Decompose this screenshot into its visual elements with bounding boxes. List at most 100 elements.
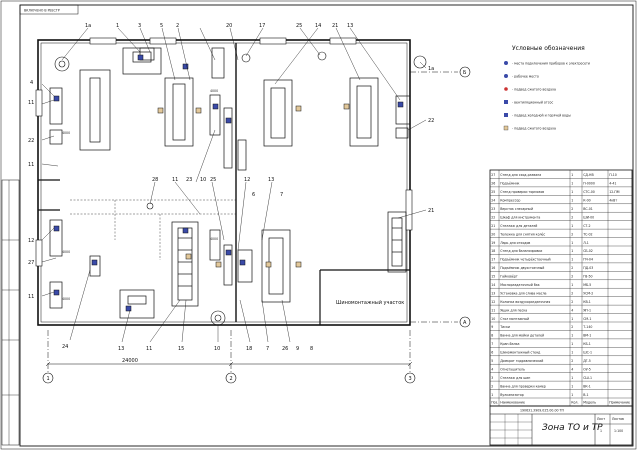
spec-cell: 1 xyxy=(571,283,573,287)
spec-cell: 24 xyxy=(491,199,495,203)
spec-cell: 2 xyxy=(571,300,573,304)
spec-cell: 2 xyxy=(571,359,573,363)
spec-cell: 4-41 xyxy=(609,182,616,186)
spec-cell: 1 xyxy=(571,317,573,321)
spec-cell: 8 xyxy=(491,334,493,338)
dimension-small: 4000 xyxy=(210,89,218,93)
axis-label-b: Б xyxy=(463,70,467,76)
spec-cell: Стол монтажный xyxy=(500,317,529,321)
pos-label: 10 xyxy=(200,177,206,183)
spec-cell: 21 xyxy=(491,224,495,228)
area-label: Шиномонтажный участок xyxy=(336,299,404,306)
pos-label: 13 xyxy=(268,177,274,183)
sheets-label: Листов xyxy=(612,417,624,421)
spec-cell: 2 xyxy=(571,207,573,211)
pos-label: 2 xyxy=(176,23,179,29)
spec-cell: ЯП-1 xyxy=(583,308,591,312)
spec-cell: Подъёмник четырёхстоечный xyxy=(500,258,550,262)
spec-cell: 20 xyxy=(491,232,495,236)
dimension-small: 4000 xyxy=(62,131,70,135)
spec-cell: ТС-02 xyxy=(582,232,592,236)
spec-cell: 4 xyxy=(491,367,493,371)
legend-item: - вентиляционный отсос xyxy=(512,101,553,105)
spec-cell: Шкаф для инструмента xyxy=(500,215,540,219)
pos-label: 13 xyxy=(118,346,124,352)
spec-cell: 1 xyxy=(571,190,573,194)
legend-item: - рабочее место xyxy=(512,75,539,79)
spec-cell: 1 xyxy=(571,241,573,245)
pos-label: 7 xyxy=(266,346,269,352)
spec-cell: Стенд для балансировки xyxy=(500,249,542,253)
pos-label: 14 xyxy=(315,23,321,29)
pos-label: 11 xyxy=(172,177,178,183)
spec-cell: Л-1 xyxy=(583,241,589,245)
axis-label-3: 3 xyxy=(409,376,412,382)
pos-label: 24 xyxy=(62,344,68,350)
right-bay-equipment xyxy=(237,77,411,303)
spec-cell: Вулканизатор xyxy=(500,393,524,397)
top-stamp: ВКЛЮЧЕНО В РЕЕСТР xyxy=(24,9,60,13)
spec-cell: СМ-1 xyxy=(583,317,591,321)
spec-cell: 2 xyxy=(491,384,493,388)
pos-label: 10 xyxy=(214,346,220,352)
spec-header: Кол. xyxy=(571,401,578,405)
spec-cell: ШС-1 xyxy=(583,351,592,355)
pos-label: 11 xyxy=(146,346,152,352)
spec-cell: П-0000 xyxy=(583,182,595,186)
spec-cell: Маслораздаточный бак xyxy=(500,283,540,287)
pos-label: 21 xyxy=(428,208,434,214)
spec-cell: 1 xyxy=(571,334,573,338)
pos-label: 4 xyxy=(30,80,33,86)
axis-label-1: 1 xyxy=(47,376,50,382)
pos-label: 28 xyxy=(152,177,158,183)
spec-cell: СТС-00 xyxy=(583,190,595,194)
spec-cell: Тележка для снятия колёс xyxy=(499,232,545,236)
spec-cell: МБ-5 xyxy=(583,283,591,287)
spec-cell: ВС-01 xyxy=(583,207,593,211)
spec-cell: КБ-1 xyxy=(583,342,591,346)
pos-label: 18 xyxy=(246,346,252,352)
spec-cell: Подъёмник двухстоечный xyxy=(500,266,544,270)
spec-cell: Стенд проверки тормозов xyxy=(500,190,544,194)
spec-cell: Стеллаж для шин xyxy=(500,376,530,380)
pos-label: 26 xyxy=(282,346,288,352)
scale: 1:100 xyxy=(614,429,623,433)
spec-cell: 4 xyxy=(571,308,573,312)
sheet-frame xyxy=(19,4,634,447)
sheet-label: Лист xyxy=(597,417,605,421)
spec-cell: 23 xyxy=(491,207,495,211)
spec-cell: 1 xyxy=(571,342,573,346)
pos-label: 9 xyxy=(296,346,299,352)
pos-label: 25 xyxy=(210,177,216,183)
pos-label: 22 xyxy=(28,138,34,144)
spec-cell: 2 xyxy=(571,215,573,219)
spec-cell: 1 xyxy=(571,182,573,186)
spec-cell: 7 xyxy=(491,342,493,346)
spec-header: Примечание xyxy=(609,401,630,405)
spec-cell: ПД-03 xyxy=(583,266,593,270)
pos-label: 1 xyxy=(116,23,119,29)
dimension-main: 24000 xyxy=(122,358,138,364)
spec-header: Поз. xyxy=(491,401,498,405)
building-walls xyxy=(37,39,411,326)
spec-cell: Подъёмник xyxy=(500,182,519,186)
spec-cell: 1 xyxy=(571,173,573,177)
spec-header: Наименование xyxy=(500,401,525,405)
title-block xyxy=(489,405,633,446)
pos-label: 6 xyxy=(252,192,255,198)
spec-cell: Ящик для песка xyxy=(500,308,527,312)
pos-label: 27 xyxy=(28,260,34,266)
spec-cell: 1 xyxy=(571,376,573,380)
axis-markers xyxy=(42,66,471,384)
spec-cell: 16 xyxy=(491,266,495,270)
spec-cell: 1 xyxy=(491,393,493,397)
sheet-number: 1 xyxy=(600,429,602,433)
spec-cell: 2 xyxy=(571,275,573,279)
legend-item: - подвод холодной и горячей воды xyxy=(512,114,571,118)
pos-label: 11 xyxy=(28,294,34,300)
spec-cell: В-1 xyxy=(583,393,588,397)
spec-cell: 27 xyxy=(491,173,495,177)
spec-cell: 1 xyxy=(571,351,573,355)
pos-label: 13 xyxy=(347,23,353,29)
